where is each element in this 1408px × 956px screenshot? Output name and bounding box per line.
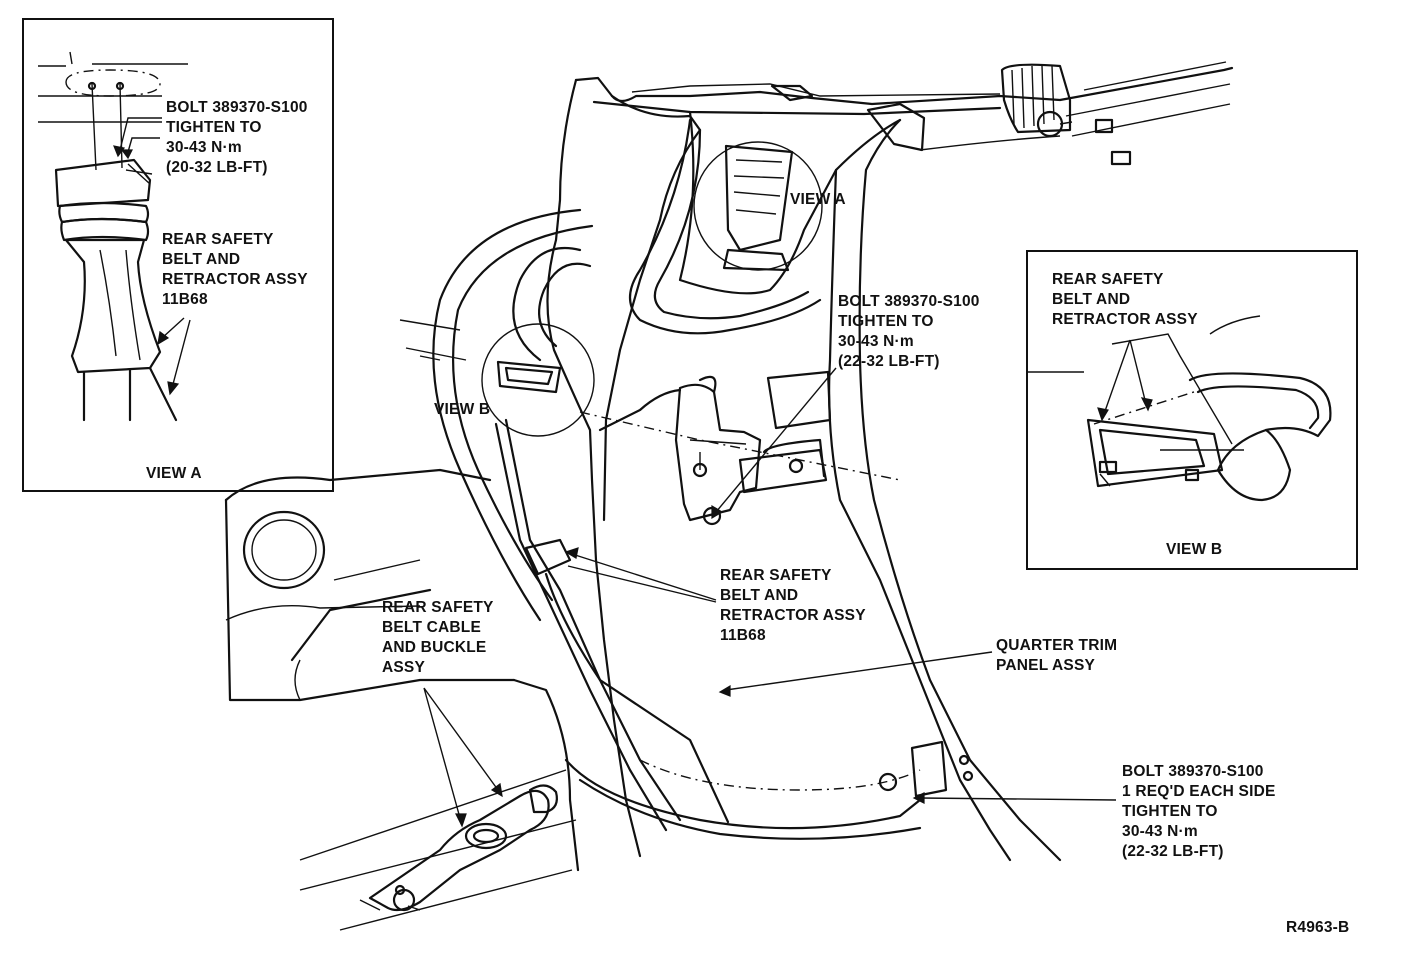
buckle-label: REAR SAFETY BELT CABLE AND BUCKLE ASSY (382, 599, 494, 676)
lower-bolt-label: BOLT 389370-S100 1 REQ'D EACH SIDE TIGHT… (1122, 763, 1276, 860)
retractor-label: REAR SAFETY BELT AND RETRACTOR ASSY 11B6… (720, 567, 866, 644)
view-a-callout: VIEW A (790, 191, 846, 208)
quarter-trim-label: QUARTER TRIM PANEL ASSY (996, 637, 1118, 674)
view-b-frame (1026, 250, 1358, 570)
view-b-caption: VIEW B (1166, 541, 1223, 558)
view-a-bolt-label: BOLT 389370-S100 TIGHTEN TO 30-43 N·m (2… (166, 99, 308, 176)
view-a-drawing (38, 51, 188, 422)
leader-lines (113, 117, 1153, 828)
figure-id: R4963-B (1286, 919, 1350, 936)
view-a-caption: VIEW A (146, 465, 202, 482)
view-b-callout: VIEW B (434, 401, 491, 418)
view-b-retractor-label: REAR SAFETY BELT AND RETRACTOR ASSY (1052, 271, 1198, 328)
main-drawing (224, 61, 1234, 931)
upper-bolt-label: BOLT 389370-S100 TIGHTEN TO 30-43 N·m (2… (838, 293, 980, 370)
view-b-drawing (1028, 315, 1332, 502)
view-a-retractor-label: REAR SAFETY BELT AND RETRACTOR ASSY 11B6… (162, 231, 308, 308)
view-a-frame (22, 18, 334, 492)
